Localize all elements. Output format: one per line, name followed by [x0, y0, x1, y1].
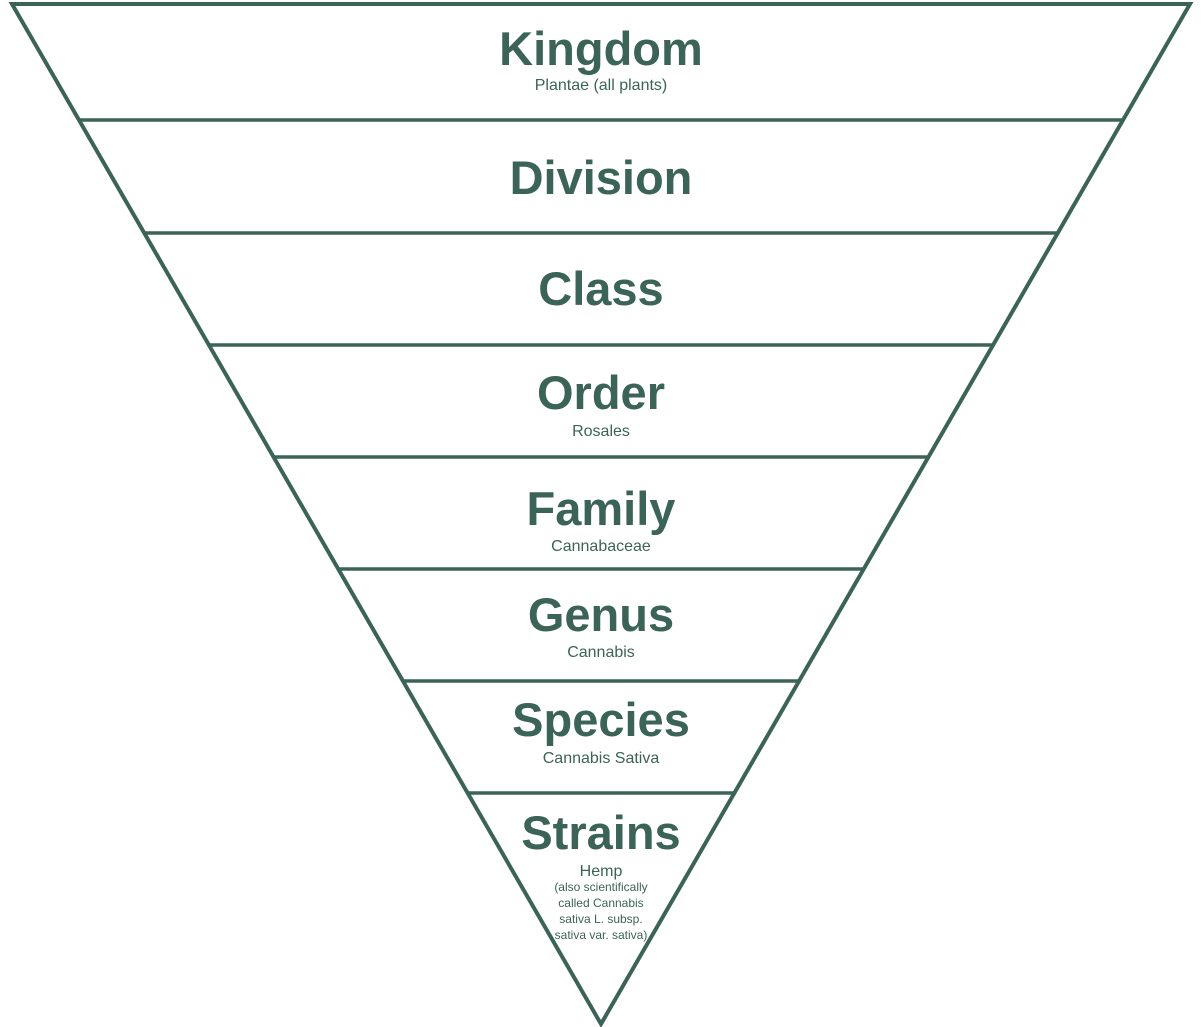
tier-subtitle-family: Cannabaceae [551, 538, 651, 555]
tier-title-strains: Strains [521, 806, 680, 859]
tier-subtitle-strains: Hemp [580, 863, 623, 880]
tier-note-strains-3: sativa L. subsp. [559, 912, 642, 926]
tier-subtitle-species: Cannabis Sativa [543, 750, 660, 767]
tier-subtitle-genus: Cannabis [567, 644, 635, 661]
tier-subtitle-order: Rosales [572, 423, 630, 440]
tier-title-division: Division [510, 151, 693, 204]
tier-title-genus: Genus [528, 588, 674, 641]
funnel-triangle [8, 2, 1194, 1027]
tier-title-order: Order [537, 366, 665, 419]
tier-title-family: Family [527, 482, 676, 535]
tier-note-strains-1: (also scientifically [554, 880, 647, 894]
tier-subtitle-kingdom: Plantae (all plants) [535, 77, 668, 94]
tier-title-class: Class [538, 262, 663, 315]
tier-note-strains-4: sativa var. sativa) [555, 928, 648, 942]
tier-title-species: Species [512, 693, 690, 746]
funnel-outline [8, 2, 1194, 1027]
tier-title-kingdom: Kingdom [499, 22, 703, 75]
tier-note-strains-2: called Cannabis [558, 896, 643, 910]
